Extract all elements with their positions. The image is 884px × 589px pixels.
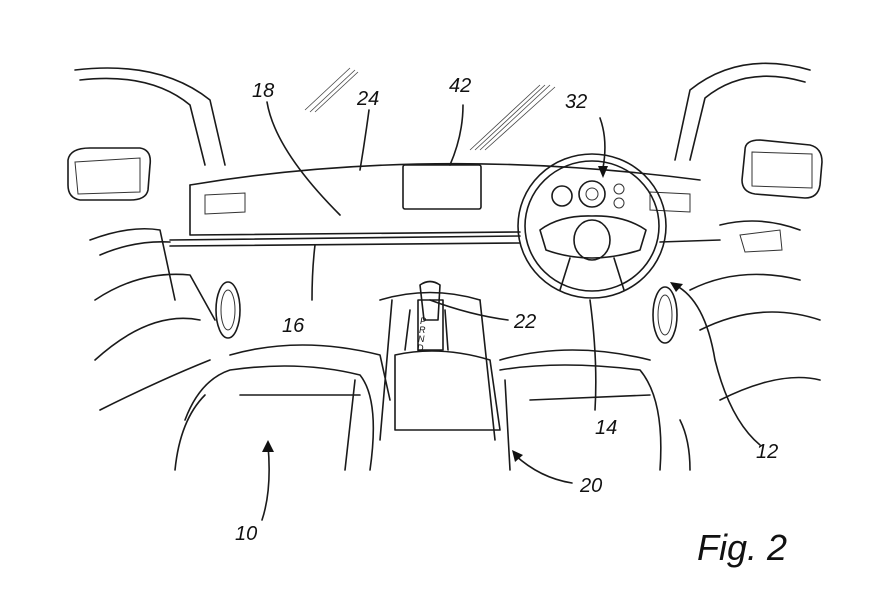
label-20: 20 bbox=[579, 475, 602, 497]
arrow-32-icon bbox=[598, 166, 608, 178]
left-seat bbox=[174, 344, 391, 471]
center-console bbox=[379, 280, 501, 441]
a-pillars bbox=[74, 62, 811, 166]
label-32: 32 bbox=[565, 91, 587, 113]
label-14: 14 bbox=[595, 417, 617, 439]
windshield-hatching bbox=[304, 67, 556, 151]
reference-numerals: 18 24 42 32 16 22 14 12 20 10 bbox=[235, 75, 778, 545]
gear-position-r: R bbox=[419, 325, 426, 335]
label-12: 12 bbox=[756, 441, 778, 463]
left-door bbox=[89, 227, 241, 411]
arrow-10-icon bbox=[262, 440, 274, 452]
label-22: 22 bbox=[513, 311, 536, 333]
arrow-12-icon bbox=[670, 282, 683, 292]
arrowheads bbox=[262, 166, 683, 462]
gear-position-p: P bbox=[420, 316, 426, 326]
label-10: 10 bbox=[235, 523, 257, 545]
label-42: 42 bbox=[449, 75, 471, 97]
leader-lines bbox=[261, 101, 761, 521]
gear-selector-labels: P R N D bbox=[417, 316, 426, 353]
left-side-mirror bbox=[67, 147, 152, 201]
right-seat bbox=[499, 349, 691, 471]
arrow-20-icon bbox=[512, 450, 523, 462]
right-door bbox=[652, 220, 821, 401]
label-24: 24 bbox=[356, 88, 379, 110]
label-16: 16 bbox=[282, 315, 305, 337]
figure-caption: Fig. 2 bbox=[697, 527, 788, 568]
steering-wheel bbox=[517, 153, 667, 299]
dashboard bbox=[99, 162, 721, 256]
gear-position-d: D bbox=[417, 343, 424, 353]
right-side-mirror bbox=[741, 139, 823, 199]
label-18: 18 bbox=[252, 80, 274, 102]
gear-position-n: N bbox=[418, 334, 425, 344]
